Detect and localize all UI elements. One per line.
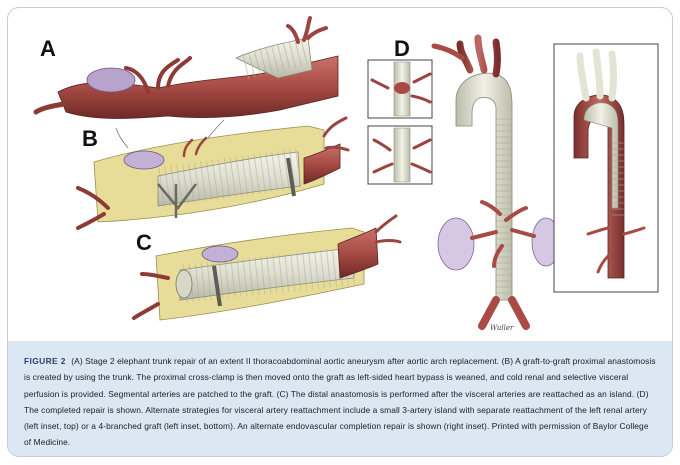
kidney-c [201,245,239,263]
caption-body: (A) Stage 2 elephant trunk repair of an … [24,356,656,448]
caption-paragraph: FIGURE 2 (A) Stage 2 elephant trunk repa… [24,353,656,451]
caption-label: FIGURE 2 [24,356,66,366]
figure-frame: A B C [7,7,673,457]
graft-clamp-b [286,157,296,197]
panel-c: C [132,214,402,321]
panel-label-c: C [136,230,152,255]
surgical-illustration: A B C [33,16,659,332]
kidney-b [123,150,165,170]
panel-label-d: D [394,36,410,61]
panel-label-a: A [40,36,56,61]
cross-clamp-b [157,183,197,218]
panel-a: A [33,16,339,119]
right-inset-endovascular [553,43,659,293]
kidney-a [86,67,136,93]
panel-d: D Wuller [367,34,659,332]
stent-graft-right-inset [612,138,624,218]
panel-b: B [76,116,350,230]
left-kidney-d [437,217,475,271]
panel-label-b: B [82,126,98,151]
artist-signature: Wuller [490,324,514,332]
graft-clamp-c [212,265,222,307]
aorta-aneurysm-a [57,55,339,119]
figure-caption: FIGURE 2 (A) Stage 2 elephant trunk repa… [8,341,672,456]
